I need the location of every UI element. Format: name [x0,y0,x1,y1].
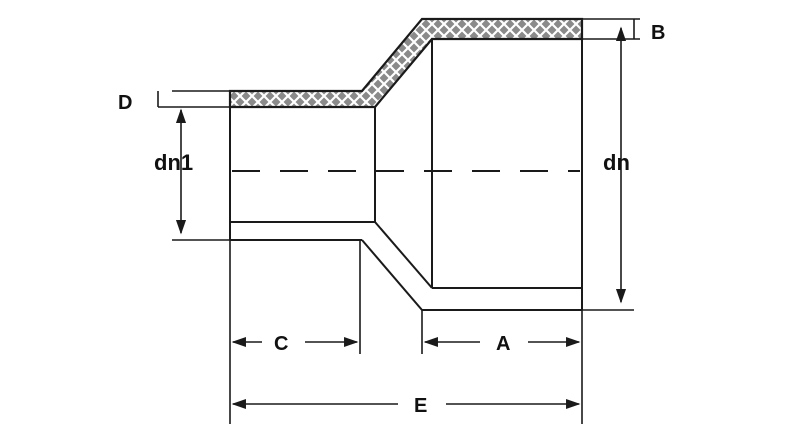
label-e: E [414,395,427,417]
outer-wall-hatch [228,17,584,109]
fitting-body [229,19,583,311]
label-d: D [118,92,132,114]
label-b: B [651,22,665,44]
label-a: A [496,333,510,355]
label-c: C [274,333,288,355]
extension-lines [158,18,640,424]
label-dn: dn [603,150,630,175]
label-dn1: dn1 [154,150,193,175]
